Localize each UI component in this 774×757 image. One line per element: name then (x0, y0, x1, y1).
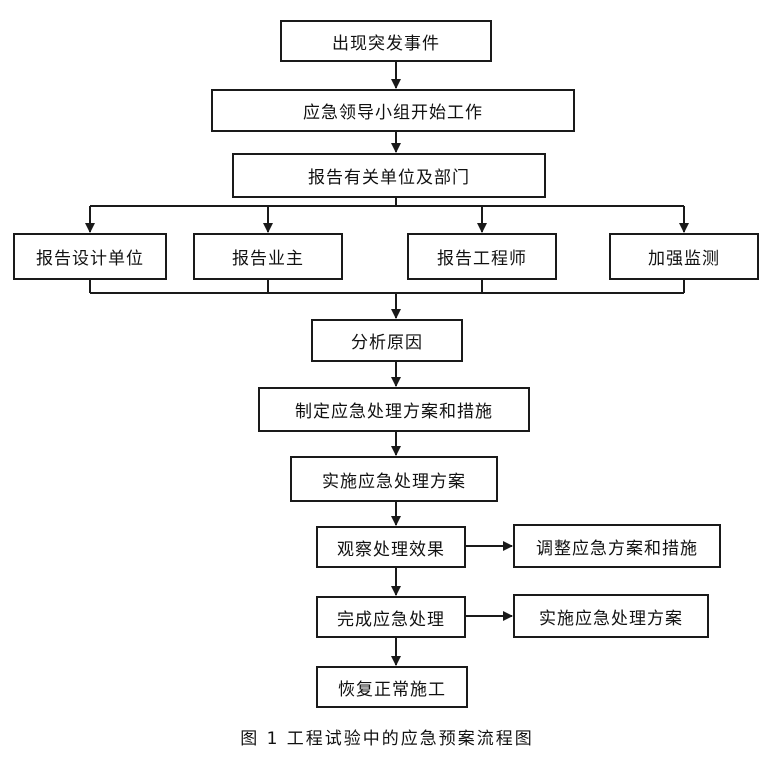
figure-caption: 图 1 工程试验中的应急预案流程图 (240, 729, 534, 749)
node-monitor: 加强监测 (609, 233, 759, 280)
node-report-design: 报告设计单位 (13, 233, 167, 280)
node-leader: 应急领导小组开始工作 (211, 89, 575, 132)
node-plan: 制定应急处理方案和措施 (258, 387, 530, 432)
node-report-engineer: 报告工程师 (407, 233, 557, 280)
node-resume: 恢复正常施工 (316, 666, 468, 708)
node-start: 出现突发事件 (280, 20, 492, 62)
node-observe: 观察处理效果 (316, 526, 466, 568)
node-report: 报告有关单位及部门 (232, 153, 546, 198)
node-complete: 完成应急处理 (316, 596, 466, 638)
node-adjust: 调整应急方案和措施 (513, 524, 721, 568)
node-analyze: 分析原因 (311, 319, 463, 362)
node-report-owner: 报告业主 (193, 233, 343, 280)
node-implement2: 实施应急处理方案 (513, 594, 709, 638)
node-implement: 实施应急处理方案 (290, 456, 498, 502)
